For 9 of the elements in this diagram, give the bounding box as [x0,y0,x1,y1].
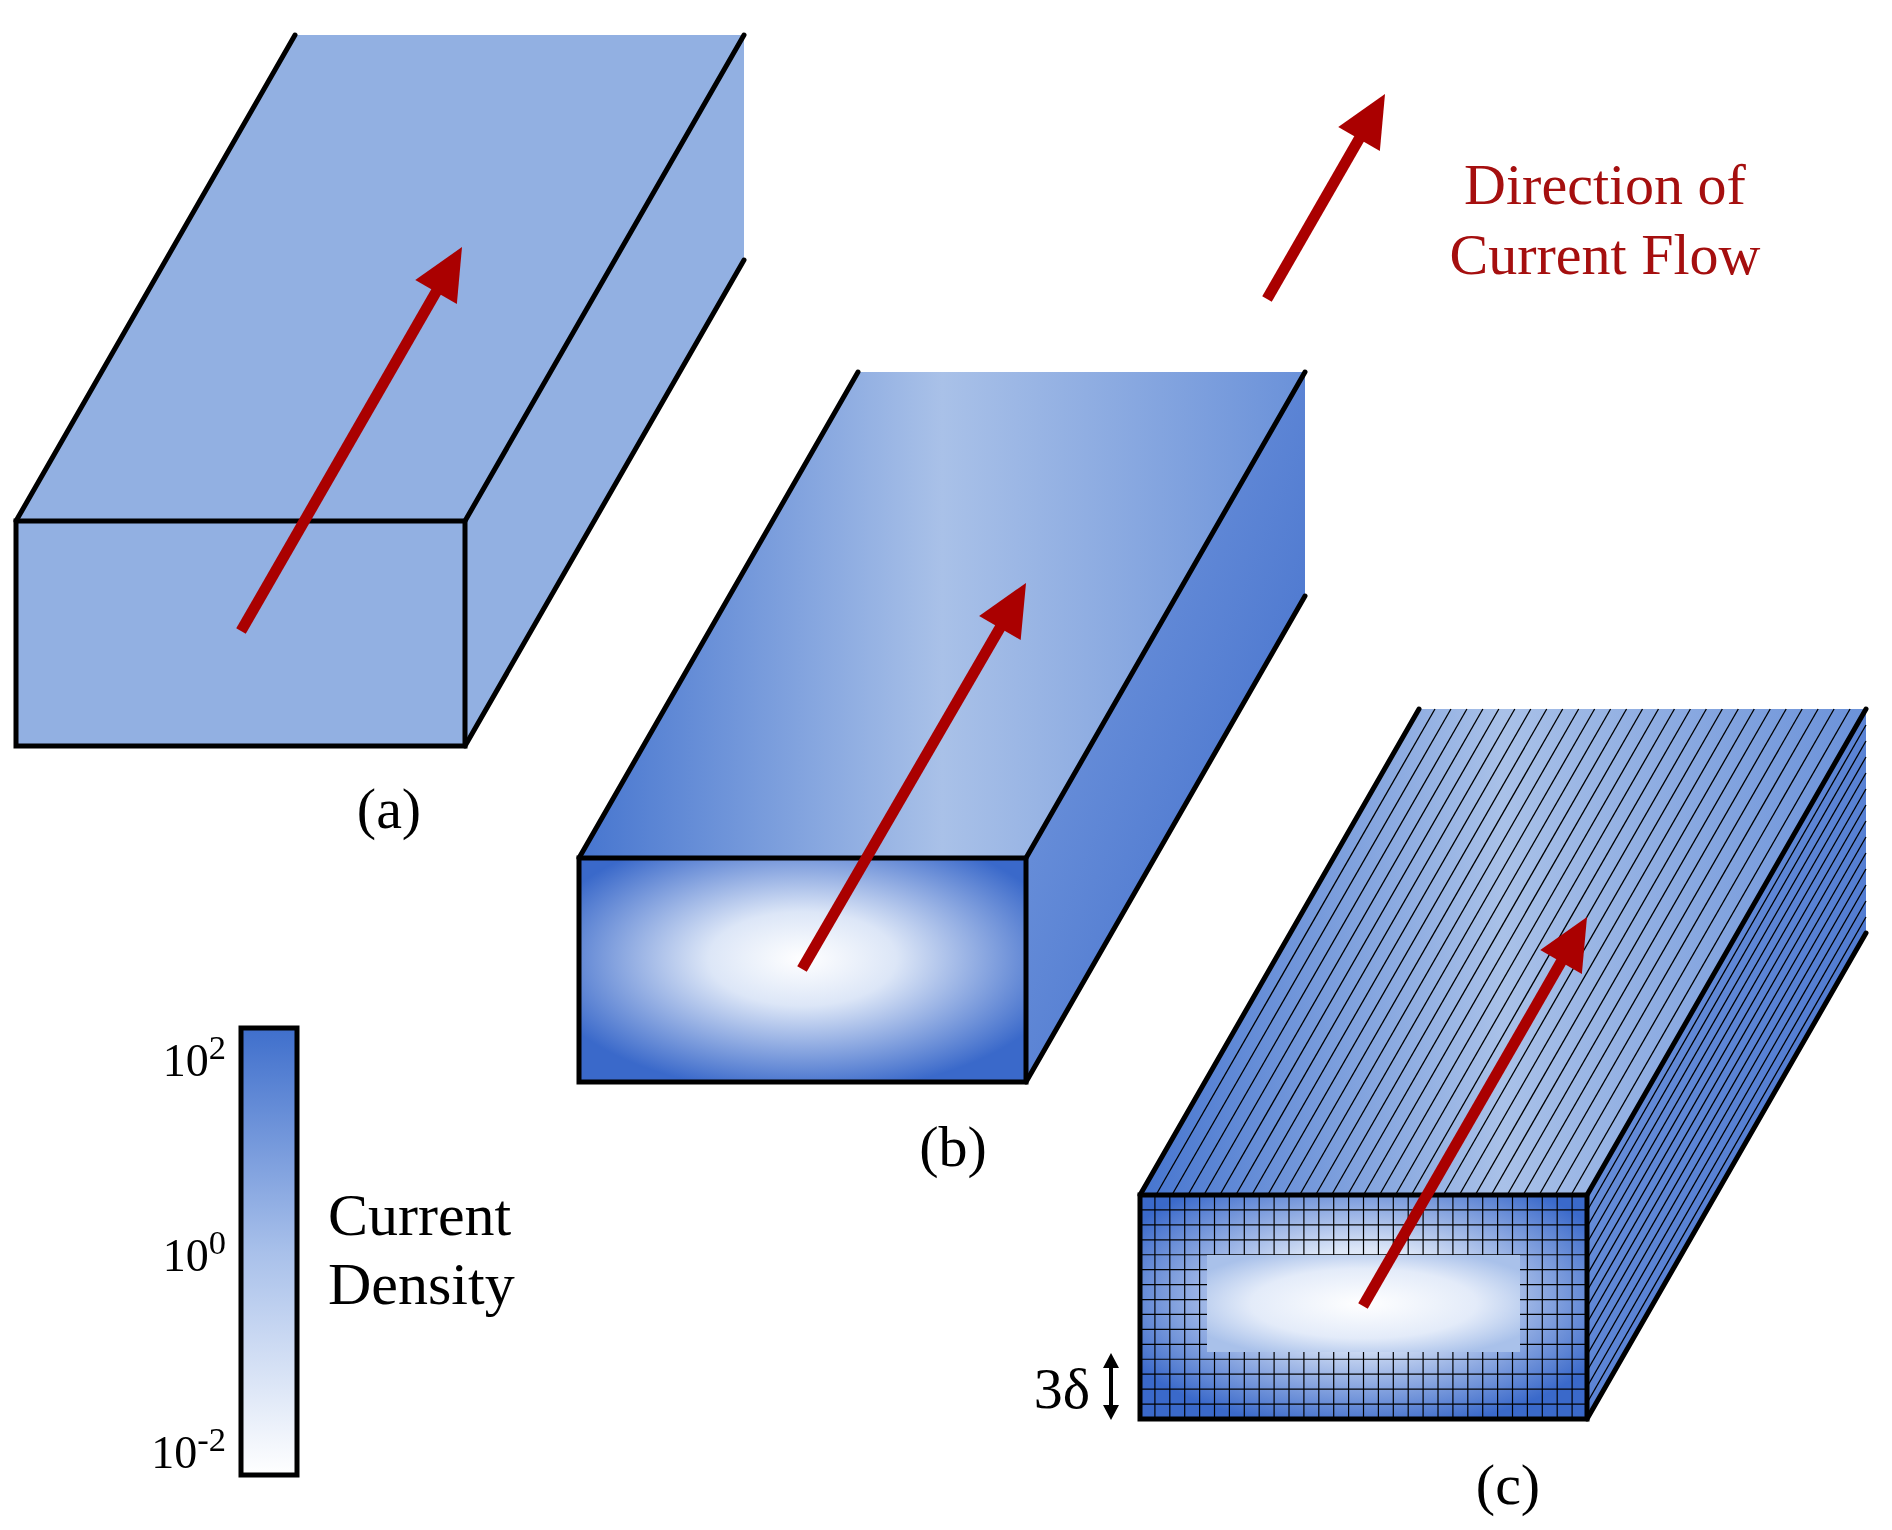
colorbar-tick-label: 10$^{0}$ [162,1221,226,1283]
panel-label: (b) [919,1112,987,1181]
colorbar-title: Current Density [328,1181,516,1319]
annotation-text: Direction of Current Flow [1448,151,1762,289]
dimension-label: 3δ [1033,1354,1090,1423]
panel-label: (c) [1475,1450,1541,1519]
panel-label: (a) [356,774,422,843]
colorbar-tick-label: 10$^{2}$ [162,1026,226,1088]
colorbar-tick-label: 10$^{-2}$ [151,1418,226,1480]
